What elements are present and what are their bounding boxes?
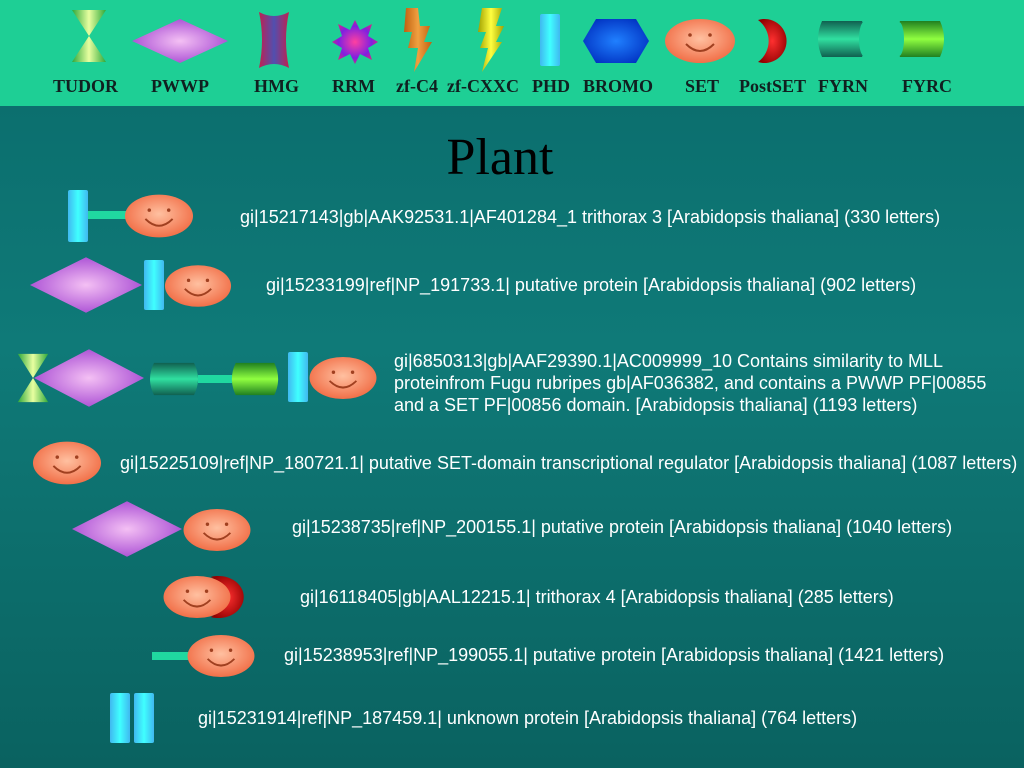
- legend-label-postset: PostSET: [739, 76, 807, 96]
- set-smiley-icon: [32, 441, 102, 485]
- protein-description: gi|15233199|ref|NP_191733.1| putative pr…: [266, 274, 916, 296]
- description-line: gi|15231914|ref|NP_187459.1| unknown pro…: [198, 708, 858, 728]
- rrm-starburst-icon: [332, 20, 378, 64]
- description-line: and a SET PF|00856 domain. [Arabidopsis …: [394, 395, 918, 415]
- protein-row: gi|6850313|gb|AAF29390.1|AC009999_10 Con…: [0, 346, 1024, 416]
- set-smiley-icon: [309, 356, 377, 400]
- protein-row: gi|15238735|ref|NP_200155.1| putative pr…: [0, 500, 1024, 560]
- legend-label-bromo: BROMO: [583, 76, 653, 96]
- set-smiley-icon: [124, 194, 194, 238]
- postset-crescent-icon: [758, 19, 787, 63]
- phd-bar-icon: [144, 260, 164, 310]
- linker: [88, 211, 126, 219]
- set-smiley-icon: [163, 575, 231, 619]
- description-line: gi|15238953|ref|NP_199055.1| putative pr…: [284, 645, 945, 665]
- set-smiley-icon: [187, 634, 255, 678]
- description-line: gi|15225109|ref|NP_180721.1| putative SE…: [120, 453, 1018, 473]
- set-smiley-icon: [183, 508, 251, 552]
- protein-description: gi|15238735|ref|NP_200155.1| putative pr…: [292, 516, 952, 538]
- fyrc-cylinder-icon: [231, 362, 279, 396]
- protein-description: gi|15238953|ref|NP_199055.1| putative pr…: [284, 644, 944, 666]
- phd-bar-icon: [134, 693, 154, 743]
- linker: [198, 375, 232, 383]
- zf-c4-bolt-icon: [404, 8, 432, 72]
- phd-bar-icon: [288, 352, 308, 402]
- protein-description: gi|15231914|ref|NP_187459.1| unknown pro…: [198, 707, 857, 729]
- legend-label-rrm: RRM: [332, 76, 375, 96]
- protein-row: gi|15225109|ref|NP_180721.1| putative SE…: [0, 440, 1024, 490]
- hmg-wave-icon: [259, 12, 289, 68]
- legend-label-set: SET: [685, 76, 720, 96]
- phd-bar-icon: [68, 190, 88, 242]
- legend-label-zf-c4: zf-C4: [396, 76, 438, 96]
- legend-label-zf-cxxc: zf-CXXC: [447, 76, 519, 96]
- phd-bar-icon: [110, 693, 130, 743]
- protein-description: gi|15217143|gb|AAK92531.1|AF401284_1 tri…: [240, 206, 940, 228]
- description-line: proteinfrom Fugu rubripes gb|AF036382, a…: [394, 373, 987, 393]
- description-line: gi|15238735|ref|NP_200155.1| putative pr…: [292, 517, 953, 537]
- set-smiley-icon: [665, 19, 735, 63]
- protein-row: gi|15238953|ref|NP_199055.1| putative pr…: [0, 632, 1024, 680]
- protein-description: gi|16118405|gb|AAL12215.1| trithorax 4 […: [300, 586, 894, 608]
- protein-row: gi|15233199|ref|NP_191733.1| putative pr…: [0, 256, 1024, 316]
- set-smiley-icon: [164, 265, 232, 307]
- tudor-hourglass-icon: [17, 353, 49, 403]
- description-line: gi|15233199|ref|NP_191733.1| putative pr…: [266, 275, 917, 295]
- pwwp-diamond-icon: [132, 19, 228, 63]
- protein-description: gi|15225109|ref|NP_180721.1| putative SE…: [120, 452, 1017, 474]
- description-line: gi|6850313|gb|AAF29390.1|AC009999_10 Con…: [394, 351, 944, 371]
- fyrn-cylinder-icon: [150, 362, 198, 396]
- pwwp-diamond-icon: [72, 501, 182, 557]
- description-line: gi|15217143|gb|AAK92531.1|AF401284_1 tri…: [240, 207, 941, 227]
- pwwp-diamond-icon: [34, 349, 144, 407]
- linker: [152, 652, 188, 660]
- zf-cxxc-bolt-icon: [478, 8, 504, 72]
- protein-row: gi|15231914|ref|NP_187459.1| unknown pro…: [0, 692, 1024, 746]
- legend-label-hmg: HMG: [254, 76, 299, 96]
- legend-label-tudor: TUDOR: [53, 76, 119, 96]
- tudor-hourglass-icon: [72, 10, 106, 62]
- legend-label-fyrc: FYRC: [902, 76, 952, 96]
- fyrc-cylinder-icon: [894, 21, 944, 57]
- phd-bar-icon: [540, 14, 560, 66]
- page-title: Plant: [446, 129, 554, 186]
- domain-legend: TUDOR PWWP HMG RRM zf-C4 zf-CXXC: [0, 0, 1024, 106]
- pwwp-diamond-icon: [30, 257, 142, 313]
- description-line: gi|16118405|gb|AAL12215.1| trithorax 4 […: [300, 587, 894, 607]
- fyrn-cylinder-icon: [818, 21, 869, 57]
- legend-label-phd: PHD: [532, 76, 570, 96]
- protein-description: gi|6850313|gb|AAF29390.1|AC009999_10 Con…: [394, 350, 986, 416]
- protein-row: gi|16118405|gb|AAL12215.1| trithorax 4 […: [0, 574, 1024, 620]
- legend-label-fyrn: FYRN: [818, 76, 868, 96]
- protein-row: gi|15217143|gb|AAK92531.1|AF401284_1 tri…: [0, 188, 1024, 244]
- legend-label-pwwp: PWWP: [151, 76, 209, 96]
- bromo-hexagon-icon: [583, 19, 649, 63]
